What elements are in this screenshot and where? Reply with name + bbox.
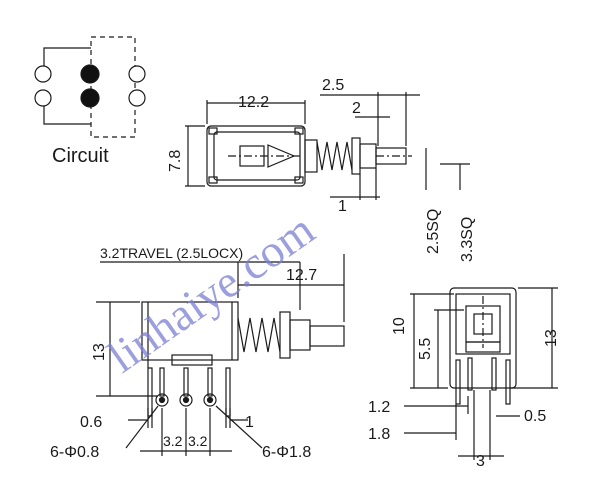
front-pin	[159, 367, 165, 397]
side-view: 12.2 7.8 2.5 2 1 2.5SQ 3.3SQ	[167, 77, 476, 262]
front-pin	[183, 367, 189, 397]
body-corner	[294, 127, 304, 135]
shaft	[359, 143, 377, 169]
circuit-wire-top	[43, 47, 91, 73]
dim-shaft-length: 2	[352, 100, 361, 117]
circuit-contact-open	[34, 65, 52, 83]
pin-hole-center	[158, 396, 166, 404]
dim-shaft-square: 2.5SQ	[425, 209, 442, 254]
circuit-diagram: Circuit	[34, 36, 146, 167]
end-pin	[505, 359, 511, 405]
pin-hole	[179, 393, 193, 407]
circuit-contact-open	[128, 89, 146, 107]
end-frame-inner	[455, 293, 511, 355]
body-corner	[208, 176, 218, 184]
end-pin	[455, 359, 461, 405]
front-base	[171, 354, 213, 366]
pin-hole	[155, 393, 169, 407]
end-pin	[467, 357, 473, 391]
front-shaft	[289, 319, 311, 351]
dim-end-width: 3	[476, 453, 485, 470]
front-pin	[207, 367, 213, 397]
pin-hole-center	[182, 396, 190, 404]
dim-hole-small: 6-Φ0.8	[50, 444, 99, 461]
spring	[316, 141, 353, 171]
circuit-switch-frame	[90, 36, 136, 138]
dim-end-overall-height: 13	[543, 329, 560, 347]
dim-front-height: 13	[91, 343, 108, 361]
pin-hole	[203, 393, 217, 407]
dim-plunger-offset: 2.5	[322, 77, 344, 94]
contact-arrow	[267, 144, 296, 168]
front-pin	[225, 367, 231, 417]
leader-line	[215, 405, 263, 449]
shaft-flange	[351, 137, 361, 175]
end-frame	[449, 287, 517, 389]
body-corner	[294, 176, 304, 184]
dim-pin-a: 1.2	[368, 399, 390, 416]
dim-tip-length: 1	[338, 198, 347, 215]
circuit-contact-common	[80, 64, 100, 84]
front-view: 3.2TRAVEL (2.5LOCX) 12.7 13 0.6 1 3.2 3.…	[50, 245, 345, 461]
dim-height: 7.8	[167, 150, 184, 172]
end-base	[465, 341, 501, 353]
circuit-contact-open	[128, 65, 146, 83]
dim-lower-height: 5.5	[417, 338, 434, 360]
dim-overall-length: 12.7	[286, 267, 317, 284]
circuit-label: Circuit	[52, 145, 109, 167]
dim-pin-pitch-1: 3.2	[163, 433, 183, 449]
front-flange	[279, 311, 291, 359]
pin-hole-center	[206, 396, 214, 404]
dim-pin-pitch-2: 3.2	[188, 433, 208, 449]
dim-pin-b: 1.8	[368, 426, 390, 443]
dim-pin-width: 1	[245, 414, 254, 431]
dim-tip-square: 3.3SQ	[459, 217, 476, 262]
dim-travel: 3.2TRAVEL (2.5LOCX)	[100, 245, 243, 261]
dim-inner-height: 10	[391, 317, 408, 335]
circuit-wire-bottom	[43, 103, 91, 125]
body-corner	[208, 127, 218, 135]
end-pin	[491, 357, 497, 391]
front-spring	[237, 317, 281, 353]
circuit-contact-common	[80, 88, 100, 108]
dim-body-length: 12.2	[238, 94, 269, 111]
front-plunger	[309, 325, 345, 347]
front-frame	[141, 301, 239, 361]
leader-line	[125, 405, 159, 449]
dim-pin-offset: 0.6	[80, 414, 102, 431]
spring-housing	[304, 139, 318, 173]
circuit-contact-open	[34, 89, 52, 107]
end-view: 10 5.5 13 1.2 1.8 0.5 3	[368, 287, 560, 470]
dim-hole-large: 6-Φ1.8	[262, 444, 311, 461]
dim-pin-c: 0.5	[524, 408, 546, 425]
